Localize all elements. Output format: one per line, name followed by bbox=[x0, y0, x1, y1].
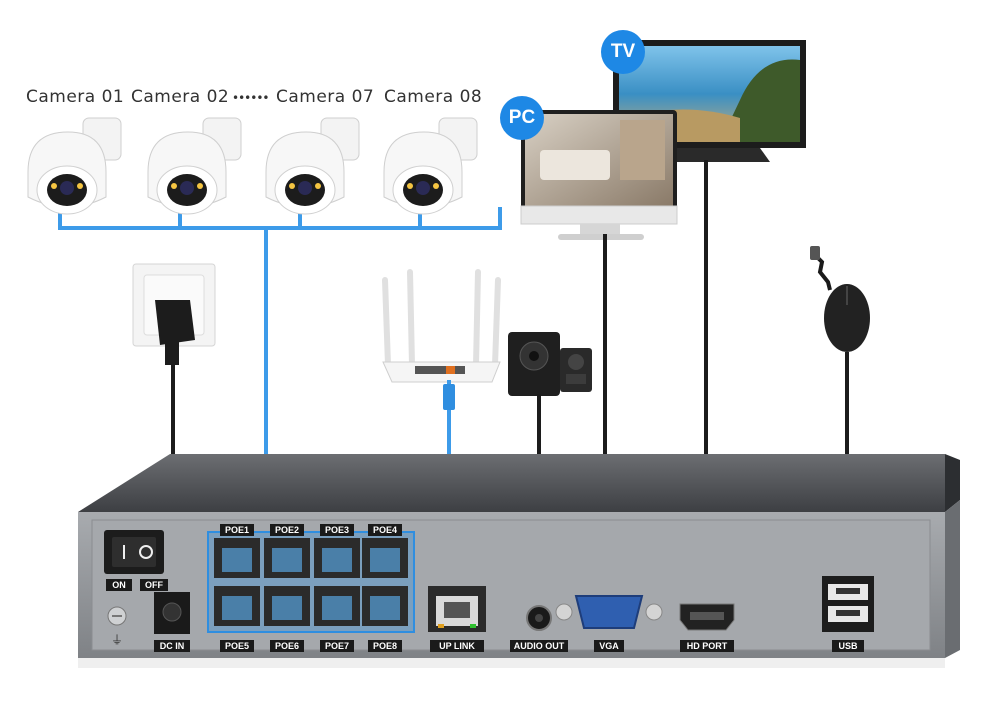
off-label: OFF bbox=[140, 579, 168, 591]
camera-07-image bbox=[265, 117, 360, 215]
usb-label: USB bbox=[832, 640, 864, 652]
poe-port-1[interactable] bbox=[214, 538, 260, 578]
poe5-label: POE5 bbox=[220, 640, 254, 652]
uplink-port[interactable] bbox=[428, 586, 486, 632]
poe-port-3[interactable] bbox=[314, 538, 360, 578]
camera-01-label: Camera 01 bbox=[26, 87, 125, 107]
vga-port[interactable] bbox=[555, 595, 663, 629]
poe-port-7[interactable] bbox=[314, 586, 360, 626]
on-label: ON bbox=[106, 579, 132, 591]
poe2-label: POE2 bbox=[270, 524, 304, 536]
camera-02-image bbox=[147, 117, 242, 215]
power-switch[interactable] bbox=[104, 530, 164, 574]
audio-out-port[interactable] bbox=[526, 605, 552, 631]
camera-separator: •••••• bbox=[232, 91, 269, 105]
poe-port-2[interactable] bbox=[264, 538, 310, 578]
camera-07-label: Camera 07 bbox=[276, 87, 375, 107]
tv-badge: TV bbox=[601, 30, 645, 74]
hd-port-label: HD PORT bbox=[680, 640, 734, 652]
poe7-label: POE7 bbox=[320, 640, 354, 652]
usb-port-stack[interactable] bbox=[822, 576, 874, 632]
poe3-label: POE3 bbox=[320, 524, 354, 536]
svg-text:⏚: ⏚ bbox=[111, 633, 123, 647]
vga-label: VGA bbox=[594, 640, 624, 652]
poe-port-4[interactable] bbox=[362, 538, 408, 578]
pc-monitor-image bbox=[520, 110, 678, 240]
power-outlet-image bbox=[132, 263, 216, 365]
pc-badge: PC bbox=[500, 96, 544, 140]
camera-02-label: Camera 02 bbox=[131, 87, 230, 107]
poe8-label: POE8 bbox=[368, 640, 402, 652]
nvr-recorder bbox=[78, 454, 960, 668]
dc-in-port[interactable] bbox=[154, 592, 190, 634]
camera-08-label: Camera 08 bbox=[384, 87, 483, 107]
poe4-label: POE4 bbox=[368, 524, 402, 536]
speaker-image bbox=[508, 332, 592, 396]
poe1-label: POE1 bbox=[220, 524, 254, 536]
poe-port-8[interactable] bbox=[362, 586, 408, 626]
poe-port-5[interactable] bbox=[214, 586, 260, 626]
camera-08-image bbox=[383, 117, 478, 215]
router-image bbox=[382, 269, 501, 383]
uplink-label: UP LINK bbox=[430, 640, 484, 652]
hd-port[interactable] bbox=[679, 603, 735, 631]
poe6-label: POE6 bbox=[270, 640, 304, 652]
camera-01-image bbox=[27, 117, 122, 215]
poe-port-6[interactable] bbox=[264, 586, 310, 626]
mouse-image bbox=[810, 246, 870, 352]
audio-out-label: AUDIO OUT bbox=[510, 640, 568, 652]
ground-screw: ⏚ bbox=[107, 606, 127, 647]
dc-in-label: DC IN bbox=[154, 640, 190, 652]
